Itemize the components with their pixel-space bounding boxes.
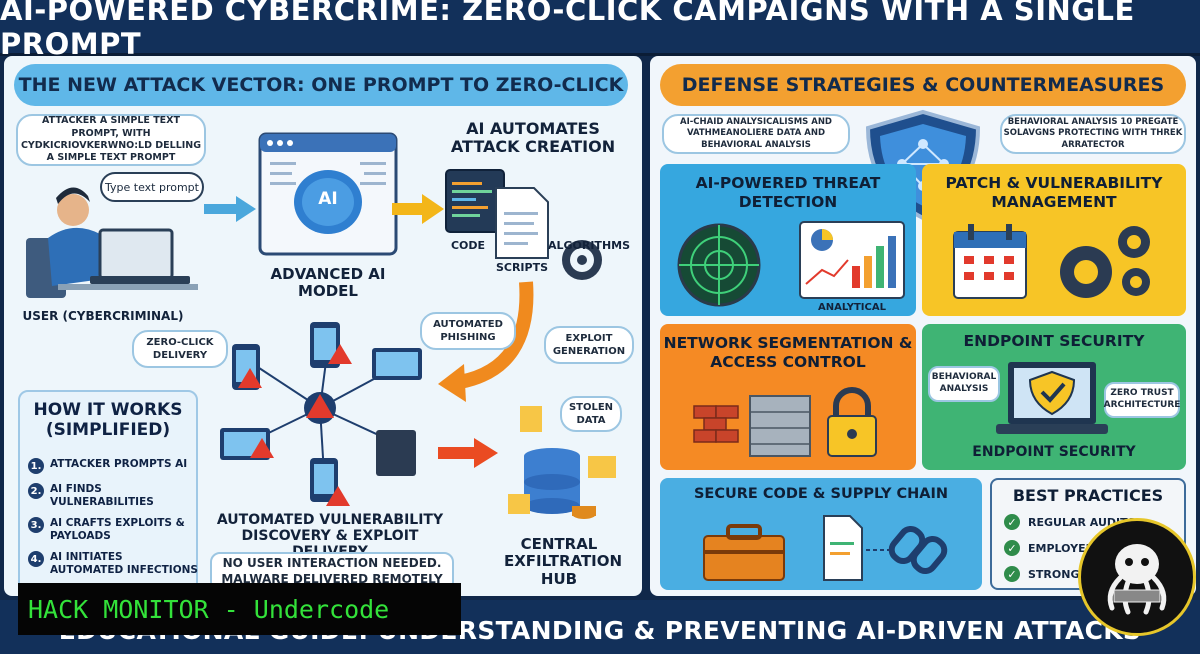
step-1: 1. ATTACKER PROMPTS AI — [28, 458, 198, 474]
radar-icon — [677, 223, 761, 307]
step-2: 2. AI FINDS VULNERABILITIES — [28, 483, 198, 508]
analytical-label: ANALYTICAL — [818, 302, 886, 313]
defense-note-right: BEHAVIORAL ANALYSIS 10 PREGATE SOLAVGNS … — [1000, 114, 1186, 154]
secure-code-tile: SECURE CODE & SUPPLY CHAIN — [660, 478, 982, 590]
threat-detection-tile: AI-POWERED THREAT DETECTION ANALYTICAL — [660, 164, 916, 316]
attack-vector-panel: THE NEW ATTACK VECTOR: ONE PROMPT TO ZER… — [4, 56, 642, 596]
best-practices-title: BEST PRACTICES — [1012, 486, 1164, 505]
defense-note-left: AI-CHAID ANALYSICALISMS AND VATHMEANOLIE… — [662, 114, 850, 154]
patch-management-title: PATCH & VULNERABILITY MANAGEMENT — [945, 174, 1163, 211]
zero-click-callout: ZERO-CLICK DELIVERY — [132, 330, 228, 368]
best-practice-item: ✓ EMPLOYEE — [1004, 540, 1093, 556]
curved-arrow-icon — [438, 281, 534, 402]
attacker-note: ATTACKER A SIMPLE TEXT PROMPT, WITH CYDK… — [16, 114, 206, 166]
behavioral-callout: BEHAVIORAL ANALYSIS — [928, 366, 1000, 402]
automates-label: AI AUTOMATES ATTACK CREATION — [450, 119, 616, 157]
cybercriminal-illustration — [26, 187, 198, 298]
scripts-label: SCRIPTS — [495, 261, 549, 274]
toolbox-chain-icon — [703, 515, 948, 581]
step-text: AI FINDS VULNERABILITIES — [50, 483, 154, 508]
step-number: 4. — [28, 551, 44, 568]
gears-icon — [1060, 226, 1150, 298]
step-number: 3. — [28, 517, 44, 534]
code-label: CODE — [450, 239, 486, 252]
endpoint-security-title: ENDPOINT SECURITY — [963, 332, 1145, 350]
firewall-lock-icon — [693, 387, 877, 457]
title-banner: AI-POWERED CYBERCRIME: ZERO-CLICK CAMPAI… — [0, 0, 1200, 61]
device-network-diagram — [220, 322, 422, 506]
how-it-works-title: HOW IT WORKS (SIMPLIFIED) — [33, 400, 183, 441]
step-4: 4. AI INITIATES AUTOMATED INFECTIONS — [28, 551, 198, 576]
defense-heading: DEFENSE STRATEGIES & COUNTERMEASURES — [660, 64, 1186, 106]
attack-vector-heading: THE NEW ATTACK VECTOR: ONE PROMPT TO ZER… — [14, 64, 628, 106]
threat-detection-title: AI-POWERED THREAT DETECTION — [695, 174, 881, 211]
check-icon: ✓ — [1004, 540, 1020, 556]
defense-heading-text: DEFENSE STRATEGIES & COUNTERMEASURES — [681, 74, 1165, 96]
algorithms-label: ALGORITHMS — [547, 239, 631, 252]
arrow-right-icon — [204, 196, 256, 222]
check-icon: ✓ — [1004, 566, 1020, 582]
arrow-to-hub-icon — [438, 438, 498, 468]
best-practice-text: EMPLOYEE — [1028, 541, 1094, 555]
best-practice-item: ✓ STRONG — [1004, 566, 1079, 582]
network-segmentation-tile: NETWORK SEGMENTATION & ACCESS CONTROL — [660, 324, 916, 470]
steps-list: 1. ATTACKER PROMPTS AI 2. AI FINDS VULNERA… — [28, 458, 198, 586]
zero-trust-text: ZERO TRUST ARCHITECTURE — [1103, 388, 1181, 410]
step-number: 1. — [28, 458, 44, 474]
prompt-bubble-text: Type text prompt — [105, 180, 199, 194]
laptop-shield-icon — [996, 362, 1108, 434]
user-label: USER (CYBERCRIMINAL) — [22, 309, 184, 323]
page-title: AI-POWERED CYBERCRIME: ZERO-CLICK CAMPAI… — [0, 0, 1135, 61]
behavioral-text: BEHAVIORAL ANALYSIS — [931, 372, 997, 394]
check-icon: ✓ — [1004, 514, 1020, 530]
endpoint-security-caption: ENDPOINT SECURITY — [972, 444, 1136, 460]
algorithms-gear-icon — [562, 240, 602, 280]
ai-model-window-icon — [258, 132, 398, 256]
defense-note-left-text: AI-CHAID ANALYSICALISMS AND VATHMEANOLIE… — [680, 117, 832, 150]
phishing-callout: AUTOMATED PHISHING — [420, 312, 516, 350]
arrow-right-yellow-icon — [392, 194, 444, 224]
hack-monitor-watermark: HACK MONITOR - Undercode — [18, 583, 461, 635]
secure-code-title: SECURE CODE & SUPPLY CHAIN — [693, 486, 949, 502]
network-segmentation-title: NETWORK SEGMENTATION & ACCESS CONTROL — [663, 334, 913, 371]
exploit-text: EXPLOIT GENERATION — [552, 333, 626, 357]
zero-trust-callout: ZERO TRUST ARCHITECTURE — [1104, 382, 1180, 418]
step-text: AI CRAFTS EXPLOITS & PAYLOADS — [50, 517, 185, 542]
hub-label: CENTRAL EXFILTRATION HUB — [504, 535, 623, 588]
no-interaction-text: NO USER INTERACTION NEEDED. MALWARE DELI… — [221, 556, 443, 586]
phishing-text: AUTOMATED PHISHING — [433, 319, 503, 343]
stolen-data-text: STOLEN DATA — [568, 402, 614, 426]
how-it-works-box: HOW IT WORKS (SIMPLIFIED) 1. ATTACKER PRO… — [18, 390, 198, 596]
exfiltration-hub-icon — [508, 406, 616, 519]
patch-management-tile: PATCH & VULNERABILITY MANAGEMENT — [922, 164, 1186, 316]
attacker-note-text: ATTACKER A SIMPLE TEXT PROMPT, WITH CYDK… — [20, 115, 202, 164]
zero-click-text: ZERO-CLICK DELIVERY — [146, 337, 214, 361]
step-3: 3. AI CRAFTS EXPLOITS & PAYLOADS — [28, 517, 198, 542]
stolen-data-callout: STOLEN DATA — [560, 396, 622, 432]
defense-panel: DEFENSE STRATEGIES & COUNTERMEASURES AI-… — [650, 56, 1196, 596]
step-text: AI INITIATES AUTOMATED INFECTIONS — [50, 551, 198, 576]
watermark-text: HACK MONITOR - Undercode — [28, 594, 390, 624]
model-label: ADVANCED AI MODEL — [270, 265, 386, 301]
scripts-document-icon — [495, 187, 549, 259]
prompt-bubble: Type text prompt — [100, 172, 204, 202]
step-number: 2. — [28, 483, 44, 499]
octopus-icon — [1107, 544, 1167, 615]
defense-note-right-text: BEHAVIORAL ANALYSIS 10 PREGATE SOLAVGNS … — [1003, 117, 1183, 150]
exploit-callout: EXPLOIT GENERATION — [544, 326, 634, 364]
step-text: ATTACKER PROMPTS AI — [50, 458, 188, 470]
best-practice-text: STRONG — [1028, 567, 1080, 581]
calendar-icon — [953, 224, 1027, 299]
code-window-icon — [445, 169, 505, 233]
analytics-chart-icon — [799, 221, 905, 299]
attack-vector-heading-text: THE NEW ATTACK VECTOR: ONE PROMPT TO ZER… — [18, 74, 624, 96]
endpoint-security-tile: ENDPOINT SECURITY BEHAVIORAL ANALYSIS ZE… — [922, 324, 1186, 470]
ai-badge: AI — [318, 189, 338, 209]
octopus-logo — [1078, 518, 1196, 636]
